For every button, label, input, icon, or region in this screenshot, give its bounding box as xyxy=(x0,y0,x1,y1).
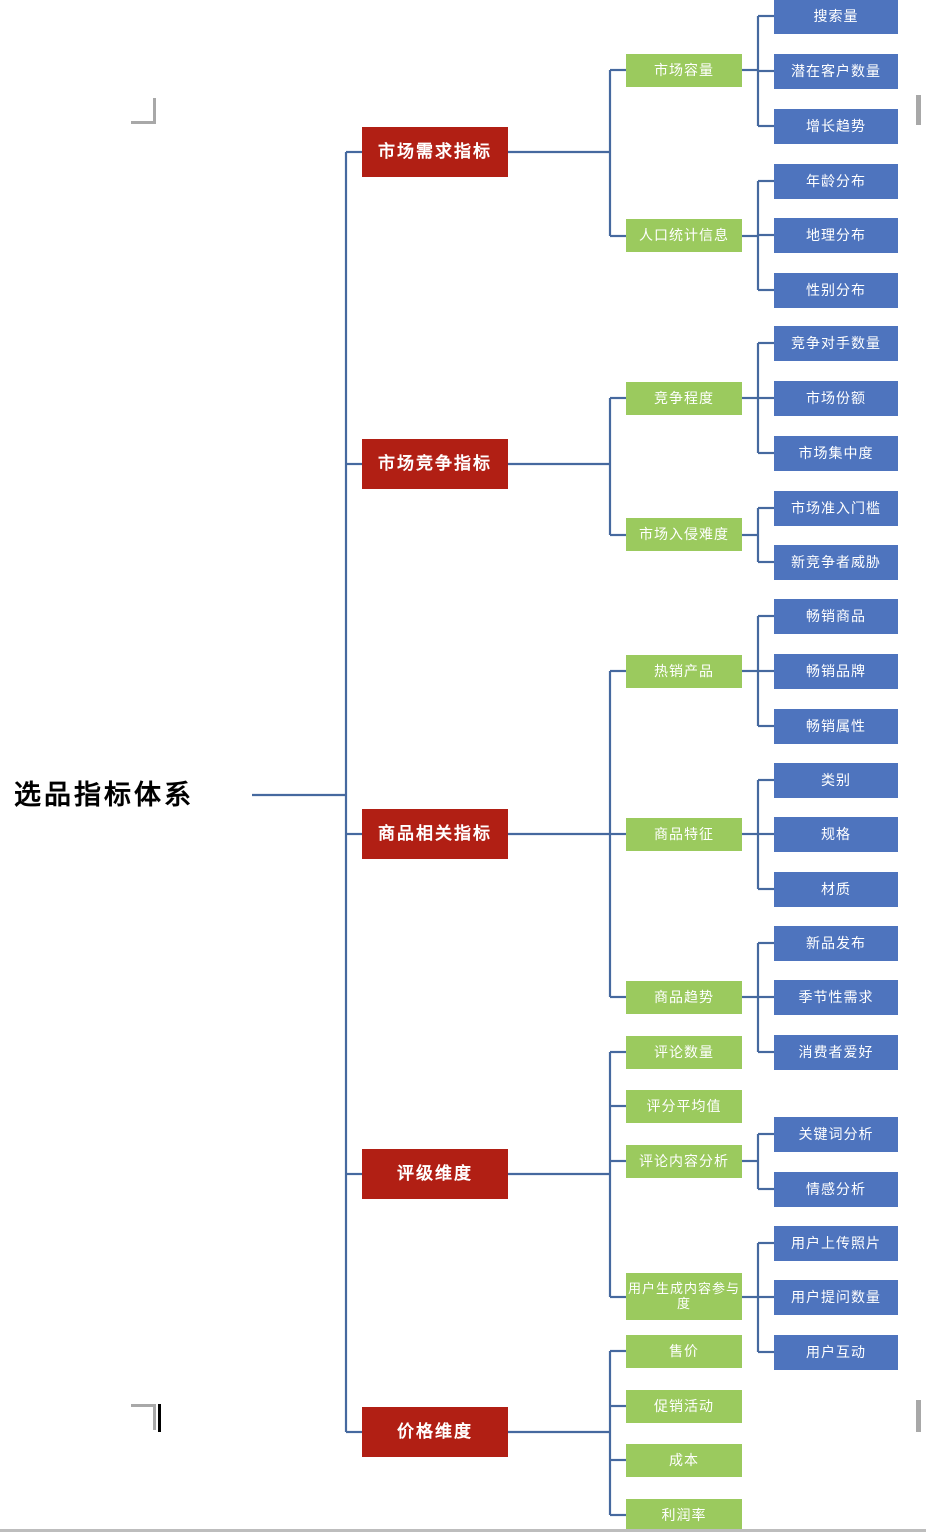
sub-node-review-count[interactable]: 评论数量 xyxy=(626,1036,742,1069)
leaf-label: 市场份额 xyxy=(806,389,866,406)
leaf-label: 竞争对手数量 xyxy=(791,334,881,351)
sub-node-hot-products[interactable]: 热销产品 xyxy=(626,655,742,688)
sub-node-ugc-engagement[interactable]: 用户生成内容参与度 xyxy=(626,1273,742,1320)
sub-label: 利润率 xyxy=(661,1506,707,1523)
leaf-node-material[interactable]: 材质 xyxy=(774,872,898,907)
branch-node-product-related[interactable]: 商品相关指标 xyxy=(362,809,508,859)
root-label: 选品指标体系 xyxy=(14,779,194,810)
sub-label: 评分平均值 xyxy=(646,1097,722,1114)
leaf-label: 搜索量 xyxy=(813,7,859,24)
sub-label: 热销产品 xyxy=(654,662,714,679)
page-bottom-rule xyxy=(0,1529,926,1532)
leaf-label: 用户提问数量 xyxy=(791,1288,881,1305)
leaf-label: 材质 xyxy=(821,880,851,897)
sub-label: 用户生成内容参与度 xyxy=(627,1280,740,1311)
leaf-label: 畅销属性 xyxy=(806,717,866,734)
sub-node-entry-difficulty[interactable]: 市场入侵难度 xyxy=(626,518,742,551)
leaf-label: 畅销品牌 xyxy=(806,662,866,679)
leaf-node-geo-distribution[interactable]: 地理分布 xyxy=(774,218,898,253)
leaf-label: 规格 xyxy=(821,825,851,842)
leaf-label: 畅销商品 xyxy=(806,607,866,624)
leaf-label: 新竞争者威胁 xyxy=(791,553,881,570)
leaf-node-growth-trend[interactable]: 增长趋势 xyxy=(774,109,898,144)
text-cursor xyxy=(158,1404,161,1432)
sub-node-promotions[interactable]: 促销活动 xyxy=(626,1390,742,1423)
sub-label: 售价 xyxy=(669,1342,699,1359)
leaf-node-bestselling-attributes[interactable]: 畅销属性 xyxy=(774,709,898,744)
leaf-node-potential-customers[interactable]: 潜在客户数量 xyxy=(774,54,898,89)
sub-label: 促销活动 xyxy=(654,1397,714,1414)
leaf-label: 用户上传照片 xyxy=(791,1234,881,1251)
sub-label: 人口统计信息 xyxy=(639,226,729,243)
leaf-node-seasonal-demand[interactable]: 季节性需求 xyxy=(774,980,898,1015)
crop-mark-top-left xyxy=(131,98,156,124)
leaf-node-entry-barrier[interactable]: 市场准入门槛 xyxy=(774,491,898,526)
leaf-node-market-share[interactable]: 市场份额 xyxy=(774,381,898,416)
leaf-node-new-entrant-threat[interactable]: 新竞争者威胁 xyxy=(774,545,898,580)
branch-node-rating-dimension[interactable]: 评级维度 xyxy=(362,1149,508,1199)
sub-node-competition-degree[interactable]: 竞争程度 xyxy=(626,382,742,415)
sub-node-product-features[interactable]: 商品特征 xyxy=(626,818,742,851)
leaf-label: 用户互动 xyxy=(806,1343,866,1360)
leaf-node-bestselling-brands[interactable]: 畅销品牌 xyxy=(774,654,898,689)
leaf-node-user-interaction[interactable]: 用户互动 xyxy=(774,1335,898,1370)
crop-mark-bottom-left xyxy=(131,1404,156,1430)
leaf-node-specification[interactable]: 规格 xyxy=(774,817,898,852)
sub-label: 市场容量 xyxy=(654,61,714,78)
sub-label: 成本 xyxy=(669,1451,699,1468)
sub-node-review-content-analysis[interactable]: 评论内容分析 xyxy=(626,1145,742,1178)
leaf-node-market-concentration[interactable]: 市场集中度 xyxy=(774,436,898,471)
branch-node-market-demand[interactable]: 市场需求指标 xyxy=(362,127,508,177)
leaf-label: 市场集中度 xyxy=(798,444,874,461)
sub-node-average-rating[interactable]: 评分平均值 xyxy=(626,1090,742,1123)
leaf-node-category[interactable]: 类别 xyxy=(774,763,898,798)
sub-node-market-capacity[interactable]: 市场容量 xyxy=(626,54,742,87)
leaf-label: 地理分布 xyxy=(806,226,866,243)
branch-label: 价格维度 xyxy=(397,1422,473,1442)
leaf-node-bestselling-goods[interactable]: 畅销商品 xyxy=(774,599,898,634)
branch-label: 市场需求指标 xyxy=(378,142,492,162)
leaf-node-user-photos[interactable]: 用户上传照片 xyxy=(774,1226,898,1261)
branch-node-price-dimension[interactable]: 价格维度 xyxy=(362,1407,508,1457)
root-node[interactable]: 选品指标体系 xyxy=(14,772,254,818)
leaf-node-user-questions[interactable]: 用户提问数量 xyxy=(774,1280,898,1315)
sub-label: 评论内容分析 xyxy=(639,1152,729,1169)
sub-node-profit-margin[interactable]: 利润率 xyxy=(626,1499,742,1532)
leaf-label: 类别 xyxy=(821,771,851,788)
sub-label: 商品特征 xyxy=(654,825,714,842)
leaf-label: 季节性需求 xyxy=(798,988,874,1005)
sub-label: 市场入侵难度 xyxy=(639,525,729,542)
sub-node-cost[interactable]: 成本 xyxy=(626,1444,742,1477)
leaf-label: 市场准入门槛 xyxy=(791,499,881,516)
leaf-label: 增长趋势 xyxy=(806,117,866,134)
leaf-node-consumer-preference[interactable]: 消费者爱好 xyxy=(774,1035,898,1070)
leaf-node-competitor-count[interactable]: 竞争对手数量 xyxy=(774,326,898,361)
leaf-label: 新品发布 xyxy=(806,934,866,951)
leaf-node-search-volume[interactable]: 搜索量 xyxy=(774,0,898,34)
sub-node-product-trends[interactable]: 商品趋势 xyxy=(626,981,742,1014)
branch-label: 市场竞争指标 xyxy=(378,454,492,474)
leaf-node-keyword-analysis[interactable]: 关键词分析 xyxy=(774,1117,898,1152)
leaf-label: 情感分析 xyxy=(806,1180,866,1197)
branch-label: 商品相关指标 xyxy=(378,824,492,844)
sub-node-selling-price[interactable]: 售价 xyxy=(626,1335,742,1368)
branch-label: 评级维度 xyxy=(397,1164,473,1184)
leaf-label: 消费者爱好 xyxy=(798,1043,874,1060)
leaf-label: 年龄分布 xyxy=(806,172,866,189)
leaf-node-age-distribution[interactable]: 年龄分布 xyxy=(774,164,898,199)
sub-label: 竞争程度 xyxy=(654,389,714,406)
crop-mark-top-right xyxy=(916,95,921,125)
leaf-label: 潜在客户数量 xyxy=(791,62,881,79)
branch-node-market-competition[interactable]: 市场竞争指标 xyxy=(362,439,508,489)
leaf-label: 关键词分析 xyxy=(798,1125,874,1142)
leaf-node-gender-distribution[interactable]: 性别分布 xyxy=(774,273,898,308)
leaf-node-sentiment-analysis[interactable]: 情感分析 xyxy=(774,1172,898,1207)
leaf-label: 性别分布 xyxy=(806,281,866,298)
sub-label: 评论数量 xyxy=(654,1043,714,1060)
sub-label: 商品趋势 xyxy=(654,988,714,1005)
sub-node-demographics[interactable]: 人口统计信息 xyxy=(626,219,742,252)
crop-mark-bottom-right xyxy=(916,1400,921,1432)
leaf-node-new-releases[interactable]: 新品发布 xyxy=(774,926,898,961)
